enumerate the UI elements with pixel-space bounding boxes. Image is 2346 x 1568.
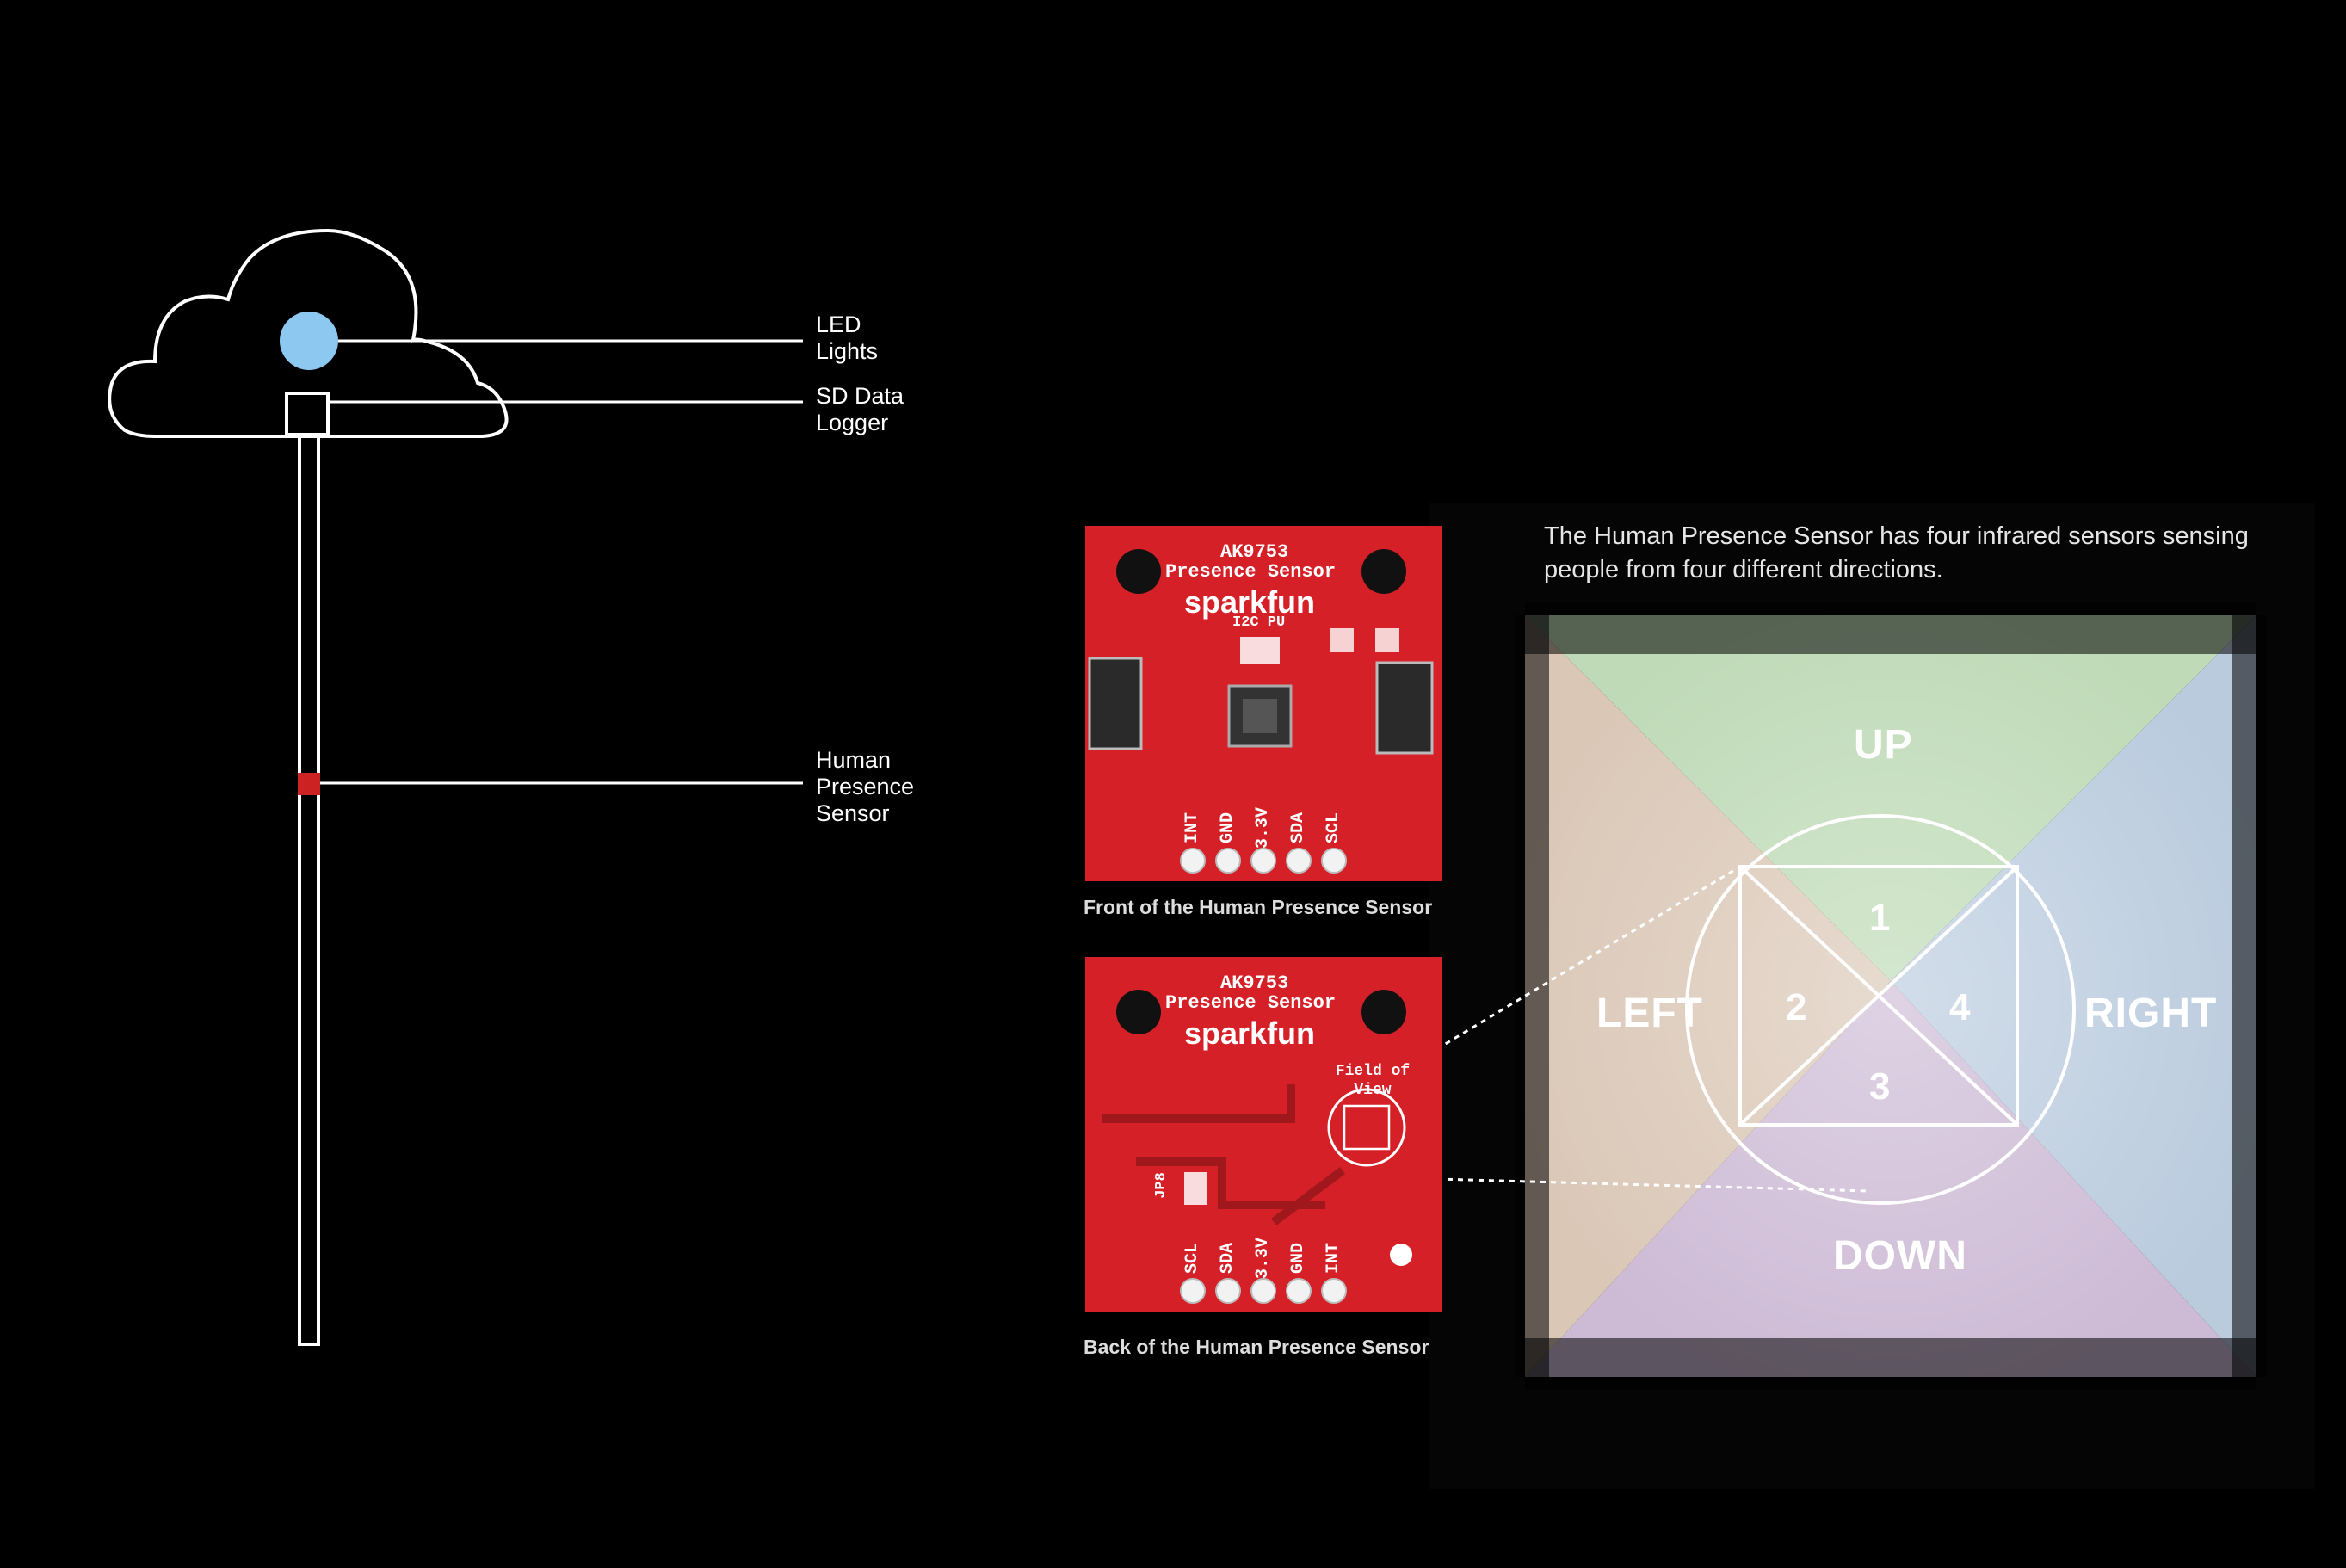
back-pin-label: 3.3V: [1253, 1238, 1273, 1280]
front-pin-label: SCL: [1324, 812, 1343, 844]
front-board-caption: Front of the Human Presence Sensor: [1083, 896, 1433, 918]
back-board-fov-label: Field of View: [1335, 1063, 1411, 1099]
fov-description: The Human Presence Sensor has four infra…: [1544, 522, 2249, 583]
front-pin-pad: [1250, 848, 1276, 874]
cloud-icon: [108, 228, 509, 438]
front-board-brand: sparkfun: [1184, 584, 1316, 620]
back-board-jumper: JP8: [1152, 1172, 1170, 1199]
back-pin-pad: [1286, 1278, 1312, 1304]
front-pin-label: 3.3V: [1253, 807, 1273, 849]
pole: [298, 435, 320, 1346]
board-logo-icon: [1390, 1244, 1412, 1266]
back-pin-label: SCL: [1182, 1243, 1202, 1275]
back-pin-label: GND: [1288, 1243, 1308, 1275]
back-pin-label: SDA: [1218, 1243, 1238, 1275]
front-board-name: Presence Sensor: [1165, 561, 1337, 583]
back-pin-label: INT: [1324, 1243, 1343, 1275]
direction-up: UP: [1854, 722, 1913, 768]
front-board-chip: AK9753: [1220, 541, 1289, 563]
front-connector-right: [1375, 661, 1434, 755]
led-icon: [280, 312, 338, 370]
front-pin-label: INT: [1182, 812, 1202, 844]
sd-logger-icon: [285, 392, 330, 436]
front-connector-left: [1088, 657, 1143, 750]
back-pin-pad: [1321, 1278, 1347, 1304]
back-board-caption: Back of the Human Presence Sensor: [1083, 1336, 1429, 1358]
quadrant-2: 2: [1786, 986, 1807, 1028]
front-pin-label: GND: [1218, 812, 1238, 844]
back-board: [1085, 957, 1442, 1312]
front-pin-pad: [1215, 848, 1241, 874]
back-board-name: Presence Sensor: [1165, 992, 1337, 1014]
front-pin-pad: [1180, 848, 1206, 874]
back-pin-pad: [1215, 1278, 1241, 1304]
quadrant-1: 1: [1869, 897, 1891, 939]
fov-diagram: [1515, 602, 2267, 1390]
front-pin-pad: [1286, 848, 1312, 874]
front-board: [1085, 526, 1442, 881]
direction-down: DOWN: [1833, 1233, 1967, 1279]
front-pin-label: SDA: [1288, 812, 1308, 844]
quadrant-4: 4: [1949, 986, 1971, 1028]
quadrant-3: 3: [1869, 1065, 1891, 1108]
back-pin-pad: [1180, 1278, 1206, 1304]
back-board-brand: sparkfun: [1184, 1015, 1316, 1051]
front-board-jumper: I2C PU: [1232, 614, 1286, 631]
direction-left: LEFT: [1596, 991, 1703, 1036]
back-board-chip: AK9753: [1220, 972, 1289, 994]
front-pin-pad: [1321, 848, 1347, 874]
sensor-outline-circle: [1685, 814, 2076, 1205]
back-pin-pad: [1250, 1278, 1276, 1304]
sensor-square: [1738, 865, 2019, 1127]
sensor-marker-icon: [298, 773, 320, 795]
direction-right: RIGHT: [2084, 991, 2218, 1036]
field-of-view-icon: [1327, 1088, 1406, 1167]
